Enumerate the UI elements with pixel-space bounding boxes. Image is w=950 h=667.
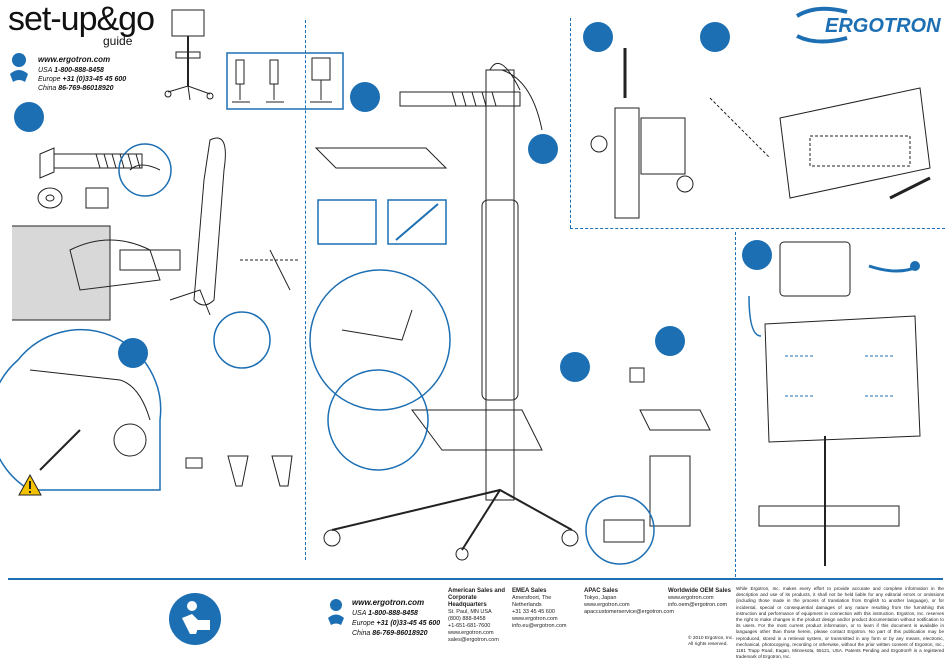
step-marker-icon [700,22,730,52]
step-marker-icon [583,22,613,52]
step-marker-icon [14,102,44,132]
cart-assembly-illustration [309,62,579,561]
read-manual-icon [169,593,221,645]
header-website[interactable]: www.ergotron.com [38,55,111,64]
header-contact-europe: Europe +31 (0)33-45 45 600 [38,76,127,83]
cart-overview-illustration [164,9,214,101]
footer-rule [8,578,943,580]
step-marker-icon [528,134,558,164]
footer-column-apac: APAC Sales Tokyo, Japan www.ergotron.com… [584,588,674,615]
footer-column-us: American Sales and Corporate Headquarter… [448,588,506,643]
warning-icon [18,473,42,496]
step-marker-icon [350,82,380,112]
step-marker-icon [118,338,148,368]
caster-detail-illustration [0,329,162,491]
footer-column-oem: Worldwide OEM Sales www.ergotron.com inf… [668,588,731,608]
guide-title: set-up&go [8,0,155,38]
guide-subtitle: guide [103,34,133,48]
ergotron-wordmark: ERGOTRON [825,15,941,37]
footer-contact-usa: USA 1-800-888-8458 [352,610,418,617]
bolt-illustration [37,147,143,209]
footer-column-emea: EMEA Sales Amersfoort, The Netherlands +… [512,588,567,629]
footer-website[interactable]: www.ergotron.com [352,598,425,607]
ergotron-logo: ERGOTRON [795,6,941,44]
legal-disclaimer: While Ergotron, Inc. makes every effort … [736,586,944,660]
mount-variants-illustration [226,52,344,110]
section-divider [735,232,736,577]
header-contact-usa: USA 1-800-888-8458 [38,67,104,74]
phone-icon [10,53,28,82]
header-contact-china: China 86-769-86018920 [38,85,114,92]
step-marker-icon [742,240,772,270]
parts-illustration [185,455,293,487]
step-marker-icon [655,326,685,356]
footer-copyright: © 2010 Ergotron, Inc. All rights reserve… [688,636,734,647]
footer-contact-china: China 86-769-86018920 [352,630,428,637]
section-divider [570,18,571,228]
step-marker-icon [560,352,590,382]
phone-icon [328,599,344,625]
vesa-mount-illustration [709,87,931,200]
section-divider [305,20,306,560]
section-divider [570,228,945,229]
clamp-install-illustration [12,137,300,369]
monitor-illustration [748,241,921,566]
pole-mount-illustration [590,48,694,219]
footer-contact-europe: Europe +31 (0)33-45 45 600 [352,620,441,627]
bracket-install-illustration [585,367,711,565]
